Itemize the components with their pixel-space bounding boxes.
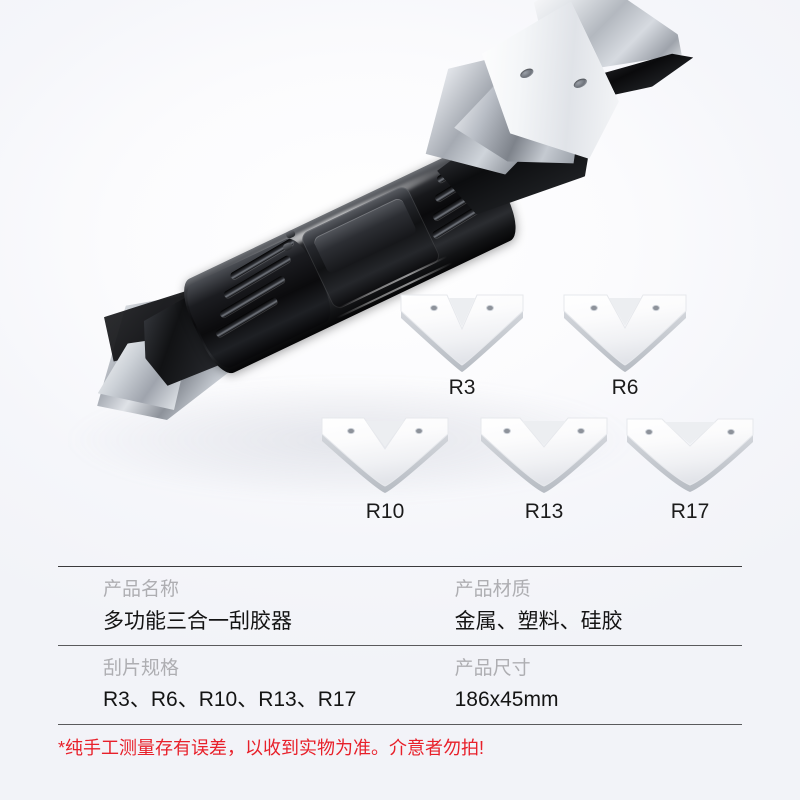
- pad-notch-bevel: [366, 421, 404, 447]
- pad-screw-hole-2: [652, 304, 660, 312]
- pad-screw-hole-1: [430, 304, 438, 312]
- spec-label: 产品名称: [103, 579, 180, 600]
- scraper-pad-label-r13: R13: [524, 500, 564, 523]
- pad-screw-hole-2: [727, 428, 735, 436]
- pad-screw-hole-1: [347, 427, 355, 435]
- scraper-pad-label-r6: R6: [611, 376, 639, 399]
- measurement-disclaimer-note: *纯手工测量存有误差，以收到实物为准。介意者勿拍!: [58, 737, 485, 758]
- spec-cell-product-name: 产品名称 多功能三合一刮胶器: [103, 576, 455, 637]
- pad-screw-hole-1: [503, 427, 511, 435]
- pad-notch-bevel: [609, 298, 641, 326]
- scraper-pad-r3: [399, 293, 525, 372]
- spec-label: 刮片规格: [103, 657, 180, 679]
- pad-notch-bevel: [664, 422, 716, 444]
- spec-divider-top: [58, 566, 742, 567]
- spec-value: 多功能三合一刮胶器: [103, 609, 292, 633]
- pad-screw-hole-2: [577, 427, 585, 435]
- spec-value: 186x45mm: [454, 688, 559, 712]
- pad-screw-hole-1: [590, 304, 598, 312]
- pad-top-face: [480, 417, 608, 487]
- spec-table: 产品名称 多功能三合一刮胶器 产品材质 金属、塑料、硅胶 刮片规格 R3、R6、…: [58, 566, 742, 761]
- scraper-pad-label-r10: R10: [365, 500, 405, 523]
- pad-top-face: [400, 294, 524, 366]
- scraper-pad-shape: [480, 417, 608, 493]
- scraper-pad-r13: [479, 416, 609, 493]
- pad-top-face: [321, 417, 449, 487]
- spec-value: R3、R6、R10、R13、R17: [103, 688, 357, 712]
- pad-notch-bevel: [522, 421, 566, 445]
- pad-screw-hole-2: [415, 427, 423, 435]
- pad-top-face: [626, 418, 754, 486]
- spec-cell-product-material: 产品材质 金属、塑料、硅胶: [455, 576, 742, 637]
- spec-cell-product-size: 产品尺寸 186x45mm: [455, 655, 742, 716]
- pad-notch-bevel: [449, 298, 475, 327]
- pad-screw-hole-1: [645, 428, 653, 436]
- scraper-pad-shape: [400, 294, 524, 372]
- scraper-pad-shape: [626, 418, 754, 492]
- spec-value: 金属、塑料、硅胶: [454, 609, 623, 633]
- spec-label: 产品尺寸: [454, 657, 531, 679]
- scraper-pad-shape: [321, 417, 449, 493]
- spec-cell-blade-spec: 刮片规格 R3、R6、R10、R13、R17: [103, 655, 455, 716]
- table-row: 产品名称 多功能三合一刮胶器 产品材质 金属、塑料、硅胶: [58, 567, 742, 645]
- scraper-pad-r6: [562, 293, 688, 372]
- pad-top-face: [563, 294, 687, 366]
- scraper-pad-r10: [320, 416, 450, 493]
- pad-screw-hole-2: [486, 304, 494, 312]
- spec-divider-bottom: [58, 723, 742, 725]
- spec-divider-middle: [58, 644, 742, 646]
- scraper-pad-shape: [563, 294, 687, 372]
- scraper-pad-label-r3: R3: [448, 376, 476, 399]
- scraper-pad-r17: [625, 417, 755, 492]
- table-row: 刮片规格 R3、R6、R10、R13、R17 产品尺寸 186x45mm: [58, 646, 742, 724]
- scraper-pad-label-r17: R17: [670, 500, 710, 523]
- spec-label: 产品材质: [454, 579, 531, 600]
